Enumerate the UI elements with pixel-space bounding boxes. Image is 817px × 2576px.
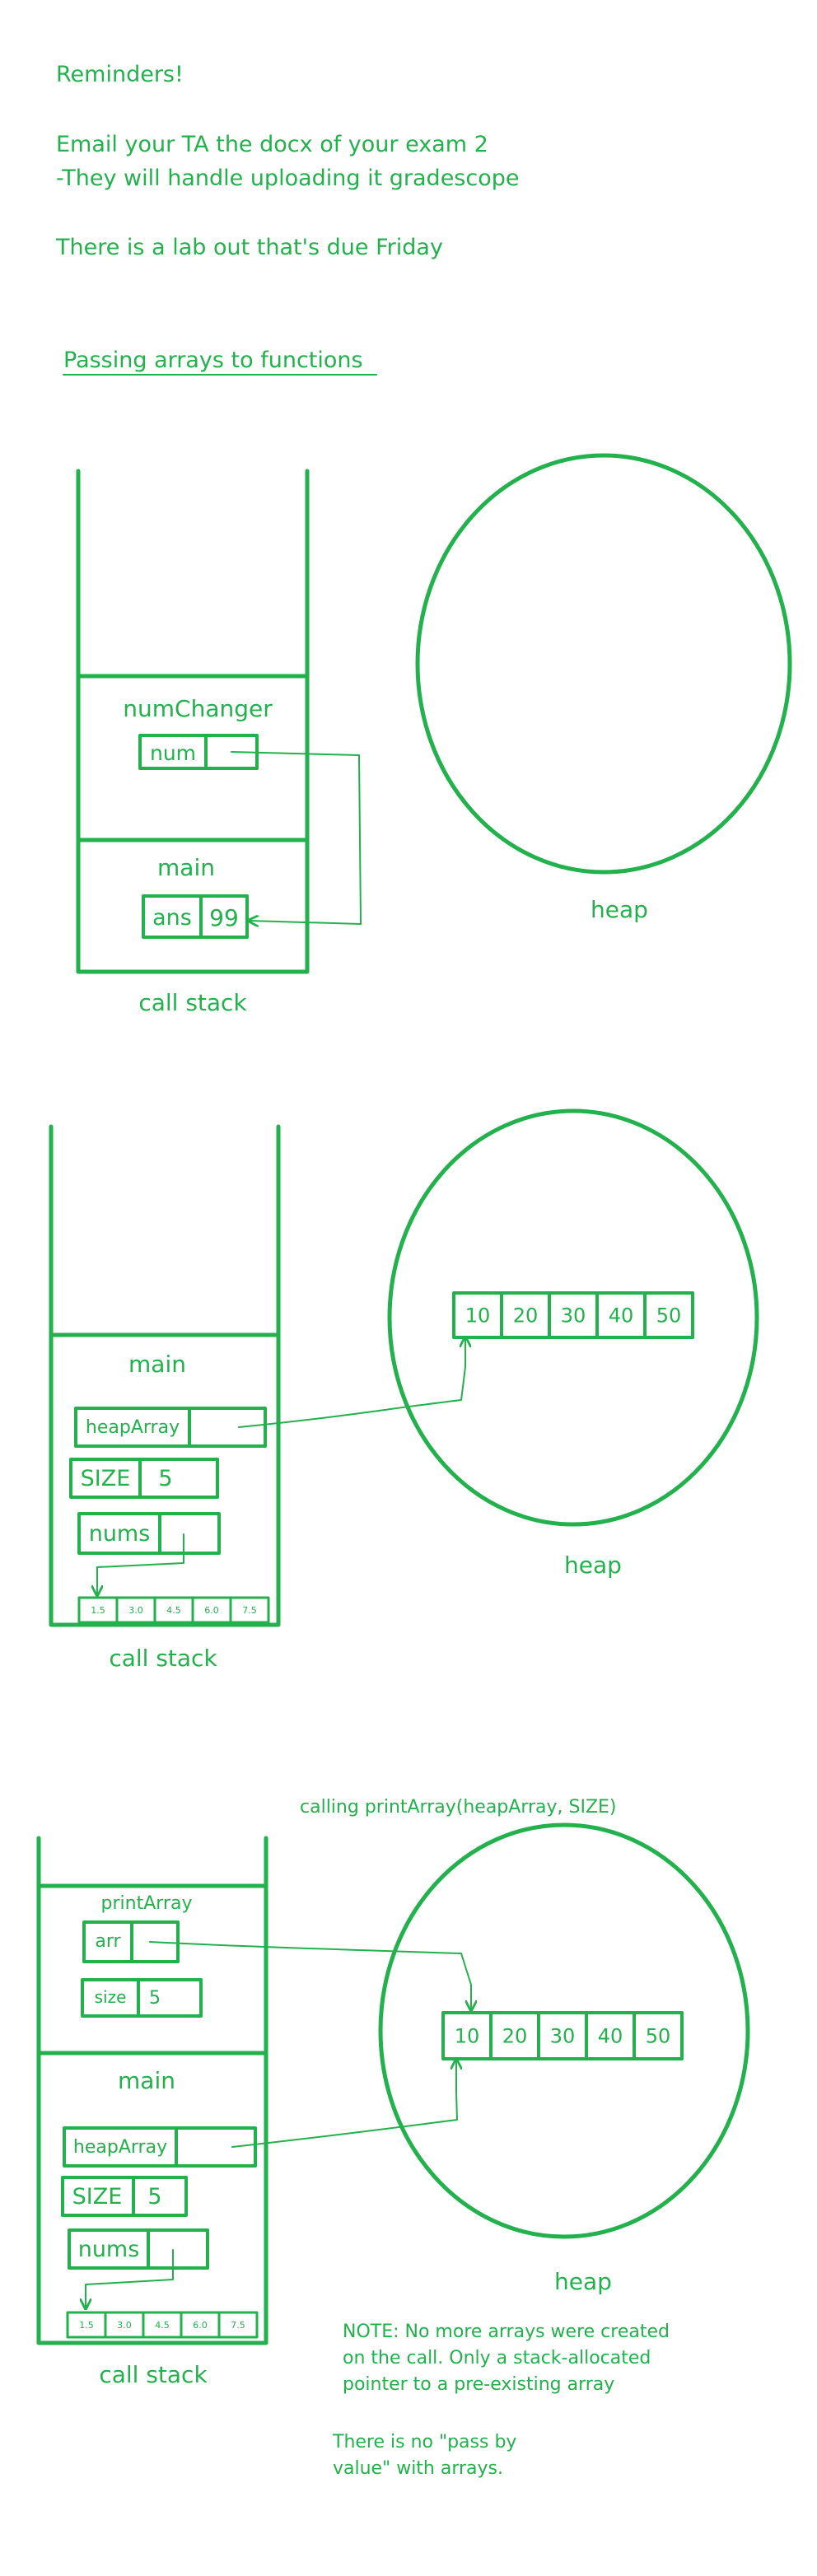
note-line-1: NOTE: No more arrays were created bbox=[343, 2322, 670, 2342]
reminder-line-1: Email your TA the docx of your exam 2 bbox=[56, 132, 488, 157]
heap-ellipse-2 bbox=[387, 1108, 759, 1527]
heap-array-value: 20 bbox=[513, 1304, 539, 1328]
reminder-line-2: -They will handle uploading it gradescop… bbox=[56, 166, 520, 191]
note-line-3: pointer to a pre-existing array bbox=[343, 2374, 614, 2395]
note-block: NOTE: No more arrays were created on the… bbox=[332, 2322, 670, 2479]
frame-label-main: main bbox=[118, 2067, 175, 2094]
var-box-size-value bbox=[132, 2176, 188, 2217]
pointer-heaparray-to-heap bbox=[238, 1338, 465, 1428]
stack-array-cell bbox=[217, 2311, 259, 2339]
pointer-heaparray-to-heap bbox=[231, 2060, 457, 2148]
call-stack-2: main heapArray SIZE 5 nums 1.5 3.0 4.5 6.0 7… bbox=[49, 1124, 281, 1672]
frame-label-main: main bbox=[128, 1351, 186, 1378]
section-title: Passing arrays to functions bbox=[63, 348, 363, 373]
diagram-3: calling printArray(heapArray, SIZE) prin… bbox=[36, 1797, 750, 2479]
stack-array-cell bbox=[229, 1596, 270, 1624]
pointer-arr-to-heap bbox=[149, 1941, 471, 2009]
var-box-size-value bbox=[138, 1458, 219, 1499]
call-stack-1: numChanger num main ans 99 call stack bbox=[76, 469, 362, 1016]
frame-label-printarray: printArray bbox=[101, 1893, 193, 1914]
var-label-nums: nums bbox=[89, 1521, 151, 1547]
stack-array-value: 3.0 bbox=[117, 2320, 132, 2331]
heap-array-value: 10 bbox=[465, 1304, 491, 1328]
note2-line-2: value" with arrays. bbox=[333, 2458, 503, 2479]
heap-array-value: 30 bbox=[561, 1304, 586, 1328]
heap-array-value: 40 bbox=[598, 2025, 623, 2048]
call-stack-label-1: call stack bbox=[138, 989, 247, 1016]
heap-array-value: 20 bbox=[502, 2025, 528, 2048]
heap-label-1: heap bbox=[591, 896, 648, 923]
heap-ellipse-3 bbox=[378, 1822, 750, 2239]
stack-outline bbox=[36, 1836, 268, 2345]
var-box-heaparray-value bbox=[188, 1407, 267, 1448]
stack-outline bbox=[49, 1124, 281, 1627]
var-box-size-small-value bbox=[137, 1978, 203, 2018]
reminders-block: Reminders! Email your TA the docx of you… bbox=[55, 62, 520, 260]
var-value-ans: 99 bbox=[209, 904, 239, 931]
stack-array-value: 7.5 bbox=[231, 2320, 245, 2331]
var-value-size: 5 bbox=[147, 2184, 161, 2210]
heap-array-3: 10 20 30 40 50 bbox=[441, 2011, 684, 2060]
stack-array-3: 1.5 3.0 4.5 6.0 7.5 bbox=[66, 2311, 259, 2339]
heap-array-value: 30 bbox=[550, 2025, 576, 2048]
stack-array-value: 6.0 bbox=[193, 2320, 208, 2331]
var-value-size: 5 bbox=[158, 1466, 172, 1491]
call-stack-label-3: call stack bbox=[99, 2361, 208, 2388]
stack-array-value: 4.5 bbox=[166, 1605, 181, 1616]
stack-array-value: 6.0 bbox=[204, 1605, 219, 1616]
var-label-arr: arr bbox=[95, 1931, 121, 1952]
heap-label-3: heap bbox=[554, 2268, 612, 2295]
var-label-num: num bbox=[150, 741, 196, 765]
var-label-ans: ans bbox=[152, 905, 192, 931]
heap-array-value: 50 bbox=[656, 1304, 682, 1328]
stack-array-value: 3.0 bbox=[128, 1605, 143, 1616]
var-box-nums-value bbox=[147, 2228, 209, 2270]
var-label-heaparray: heapArray bbox=[73, 2137, 167, 2158]
stack-array-value: 7.5 bbox=[242, 1605, 257, 1616]
heap-array-value: 50 bbox=[646, 2025, 671, 2048]
diagram-2: main heapArray SIZE 5 nums 1.5 3.0 4.5 6.0 7… bbox=[49, 1108, 759, 1672]
heap-array-value: 10 bbox=[455, 2025, 480, 2048]
stack-array-value: 4.5 bbox=[155, 2320, 170, 2331]
frame-label-main: main bbox=[157, 854, 215, 881]
heap-label-2: heap bbox=[564, 1552, 622, 1579]
note-line-2: on the call. Only a stack-allocated bbox=[343, 2348, 651, 2368]
heap-array-value: 40 bbox=[609, 1304, 634, 1328]
var-box-heaparray-value bbox=[175, 2126, 257, 2168]
stack-outline bbox=[76, 469, 310, 974]
reminders-title: Reminders! bbox=[56, 62, 184, 87]
frame-label-numchanger: numChanger bbox=[123, 695, 273, 722]
call-caption: calling printArray(heapArray, SIZE) bbox=[300, 1797, 617, 1818]
var-box-arr-value bbox=[130, 1920, 180, 1963]
var-value-size-small: 5 bbox=[149, 1988, 161, 2009]
var-label-size: SIZE bbox=[72, 2184, 123, 2210]
var-box-nums-value bbox=[158, 1512, 221, 1555]
pointer-nums-to-stack-array bbox=[97, 1533, 184, 1594]
diagram-1: numChanger num main ans 99 call stack he… bbox=[76, 453, 792, 1016]
var-label-nums: nums bbox=[78, 2237, 140, 2262]
note2-line-1: There is no "pass by bbox=[332, 2432, 516, 2452]
heap-array-2: 10 20 30 40 50 bbox=[452, 1291, 694, 1339]
heap-array-cell bbox=[643, 1291, 694, 1339]
stack-array-value: 1.5 bbox=[91, 1605, 105, 1616]
pointer-num-to-ans bbox=[231, 751, 362, 924]
pointer-nums-to-stack-array bbox=[86, 2249, 174, 2308]
stack-array-value: 1.5 bbox=[79, 2320, 94, 2331]
var-label-heaparray: heapArray bbox=[86, 1417, 180, 1438]
var-label-size: SIZE bbox=[81, 1466, 131, 1491]
heap-ellipse-1 bbox=[415, 453, 792, 875]
call-stack-3: printArray arr size 5 main heapArray SIZ… bbox=[36, 1836, 268, 2388]
heap-array-cell bbox=[633, 2011, 684, 2060]
call-stack-label-2: call stack bbox=[109, 1645, 217, 1672]
stack-array-2: 1.5 3.0 4.5 6.0 7.5 bbox=[77, 1596, 270, 1624]
var-label-size-small: size bbox=[95, 1987, 127, 2007]
reminder-line-3: There is a lab out that's due Friday bbox=[55, 235, 443, 260]
